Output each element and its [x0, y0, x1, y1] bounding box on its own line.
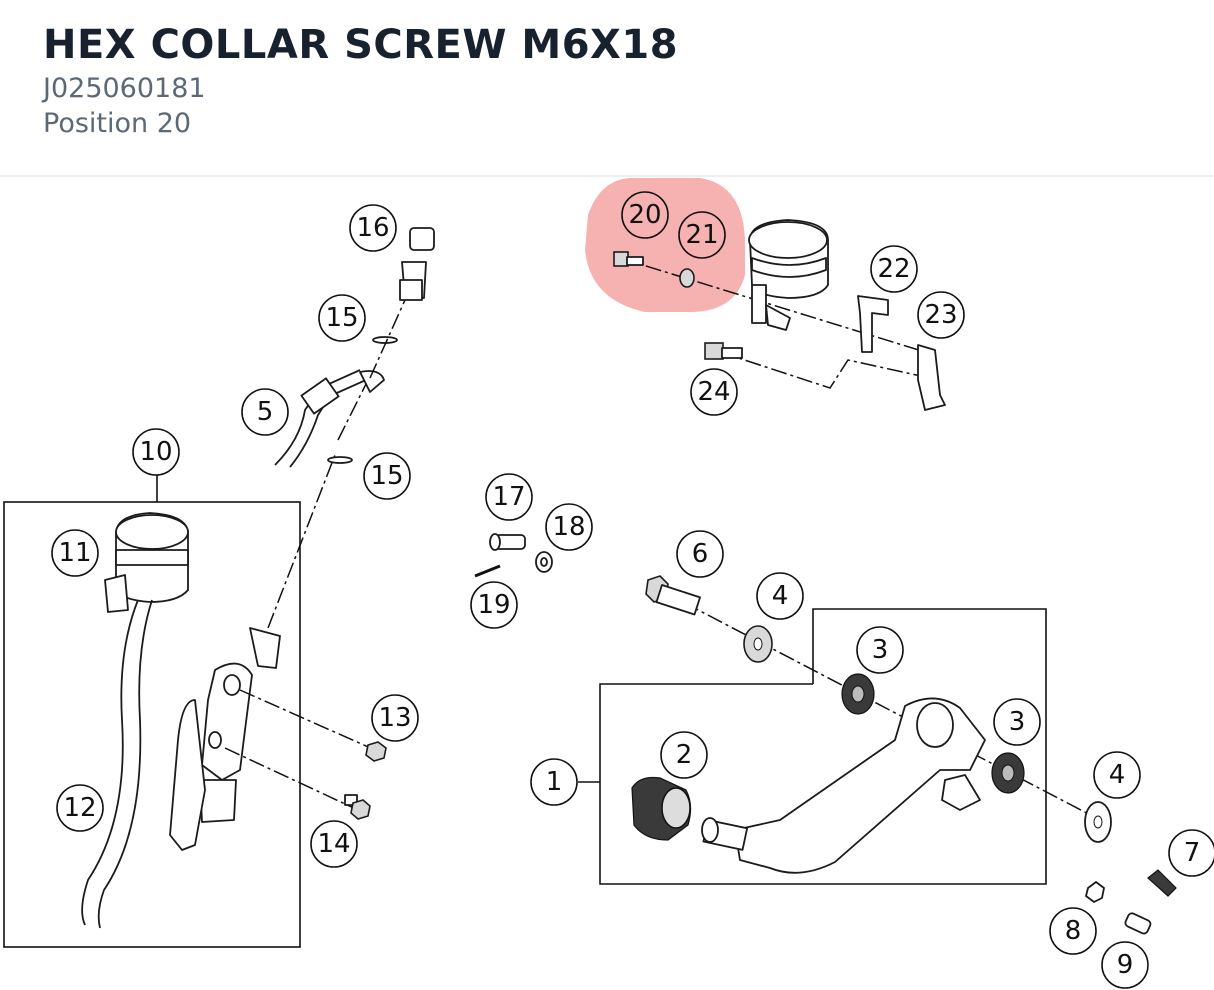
callout-12[interactable]: 12 [56, 784, 104, 832]
callout-5[interactable]: 5 [241, 388, 289, 436]
svg-text:6: 6 [692, 539, 709, 569]
callout-7[interactable]: 7 [1168, 829, 1214, 877]
pedal-assembly [578, 575, 1112, 885]
callout-17[interactable]: 17 [485, 473, 533, 521]
svg-text:11: 11 [58, 538, 91, 568]
svg-text:5: 5 [257, 397, 274, 427]
svg-text:23: 23 [924, 300, 957, 330]
callout-4-upper[interactable]: 4 [756, 572, 804, 620]
callout-4-lower[interactable]: 4 [1093, 751, 1141, 799]
svg-text:9: 9 [1117, 950, 1134, 980]
svg-text:3: 3 [1009, 707, 1026, 737]
brake-line-group [274, 227, 435, 468]
callout-3-lower[interactable]: 3 [993, 698, 1041, 746]
callout-2[interactable]: 2 [660, 731, 708, 779]
callout-1[interactable]: 1 [530, 758, 578, 806]
svg-text:1: 1 [546, 767, 563, 797]
position-label: Position 20 [43, 108, 192, 139]
callout-3-upper[interactable]: 3 [856, 626, 904, 674]
header-divider [0, 175, 1214, 177]
svg-text:7: 7 [1184, 838, 1201, 868]
part-number: J025060181 [43, 73, 206, 104]
callout-23[interactable]: 23 [917, 291, 965, 339]
svg-text:22: 22 [877, 254, 910, 284]
callout-11[interactable]: 11 [51, 529, 99, 577]
svg-text:15: 15 [370, 461, 403, 491]
pin-group [474, 533, 553, 578]
callout-20[interactable]: 20 [621, 191, 669, 239]
exploded-parts-diagram: 1 2 3 3 4 4 5 6 7 8 9 10 11 12 13 14 15 … [3, 178, 1214, 989]
selection-highlight [585, 178, 745, 312]
callout-22[interactable]: 22 [870, 245, 918, 293]
svg-text:16: 16 [356, 213, 389, 243]
svg-text:18: 18 [552, 512, 585, 542]
svg-text:4: 4 [1109, 760, 1126, 790]
callout-19[interactable]: 19 [470, 581, 518, 629]
callout-13[interactable]: 13 [371, 694, 419, 742]
svg-text:24: 24 [697, 377, 730, 407]
callout-16[interactable]: 16 [349, 204, 397, 252]
svg-text:15: 15 [325, 303, 358, 333]
callout-14[interactable]: 14 [310, 820, 358, 868]
callout-8[interactable]: 8 [1049, 907, 1097, 955]
reservoir-assembly-top [613, 219, 946, 411]
svg-text:14: 14 [317, 829, 350, 859]
page-header: HEX COLLAR SCREW M6X18 J025060181 Positi… [0, 0, 1214, 176]
page-title: HEX COLLAR SCREW M6X18 [43, 22, 679, 68]
svg-text:17: 17 [492, 482, 525, 512]
callout-15-lower[interactable]: 15 [363, 452, 411, 500]
callout-6[interactable]: 6 [676, 530, 724, 578]
svg-text:13: 13 [378, 703, 411, 733]
callout-15-upper[interactable]: 15 [318, 294, 366, 342]
callout-9[interactable]: 9 [1101, 941, 1149, 989]
svg-text:3: 3 [872, 635, 889, 665]
master-cylinder-group [3, 379, 387, 948]
callout-21[interactable]: 21 [678, 211, 726, 259]
svg-text:21: 21 [685, 220, 718, 250]
callout-24[interactable]: 24 [690, 368, 738, 416]
svg-text:19: 19 [477, 590, 510, 620]
spring-nut-group [1085, 869, 1177, 935]
svg-text:4: 4 [772, 581, 789, 611]
callout-18[interactable]: 18 [545, 503, 593, 551]
callout-10[interactable]: 10 [132, 428, 180, 476]
svg-text:12: 12 [63, 793, 96, 823]
svg-text:10: 10 [139, 437, 172, 467]
svg-text:8: 8 [1065, 916, 1082, 946]
svg-text:2: 2 [676, 740, 693, 770]
svg-text:20: 20 [628, 200, 661, 230]
